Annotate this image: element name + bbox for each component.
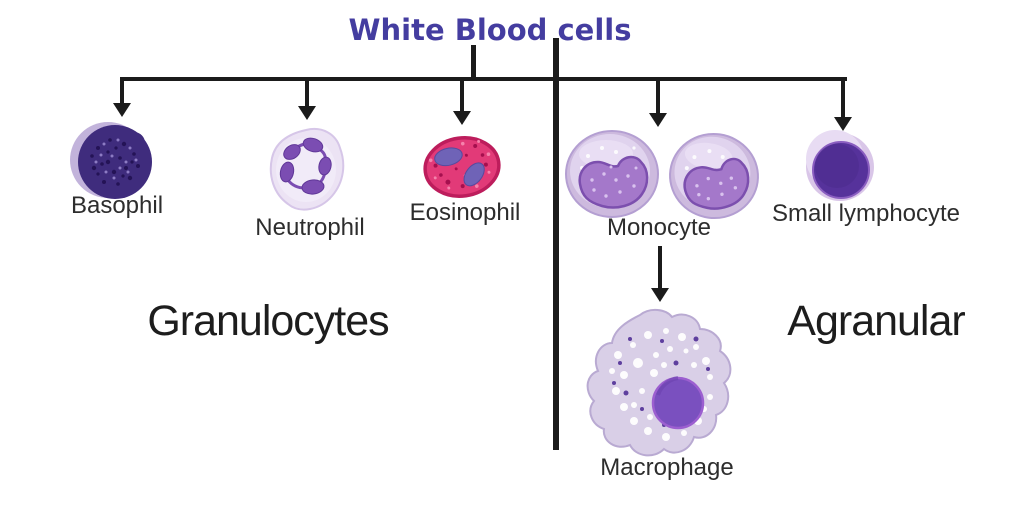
branch-horizontal-line <box>121 77 847 81</box>
title-stem-line <box>471 45 476 81</box>
group-divider-line <box>553 38 559 450</box>
macrophage-illustration <box>586 309 732 457</box>
arrow-eosinophil-head-icon <box>453 111 471 125</box>
eosinophil-label: Eosinophil <box>409 199 521 226</box>
diagram-title: White Blood cells <box>348 13 632 47</box>
monocyte-label: Monocyte <box>606 214 712 241</box>
arrow-lymphocyte-stem <box>841 77 845 119</box>
arrow-neutrophil-stem <box>305 77 309 108</box>
monocyte-illustration <box>565 130 759 220</box>
basophil-label: Basophil <box>70 192 164 219</box>
macrophage-label: Macrophage <box>600 454 734 481</box>
arrow-lymphocyte-head-icon <box>834 117 852 131</box>
arrow-monocyte-stem <box>656 77 660 115</box>
agranular-group-label: Agranular <box>787 297 965 345</box>
granulocytes-group-label: Granulocytes <box>147 297 389 345</box>
arrow-neutrophil-head-icon <box>298 106 316 120</box>
arrow-eosinophil-stem <box>460 77 464 113</box>
arrow-monocyte-head-icon <box>649 113 667 127</box>
arrow-macrophage-stem <box>658 246 662 290</box>
neutrophil-illustration <box>269 128 345 211</box>
neutrophil-label: Neutrophil <box>255 214 365 241</box>
arrow-basophil-stem <box>120 77 124 105</box>
small-lymphocyte-label: Small lymphocyte <box>771 200 961 227</box>
arrow-macrophage-head-icon <box>651 288 669 302</box>
small-lymphocyte-illustration <box>806 130 874 201</box>
basophil-illustration <box>70 122 152 199</box>
eosinophil-illustration <box>423 136 501 198</box>
arrow-basophil-head-icon <box>113 103 131 117</box>
